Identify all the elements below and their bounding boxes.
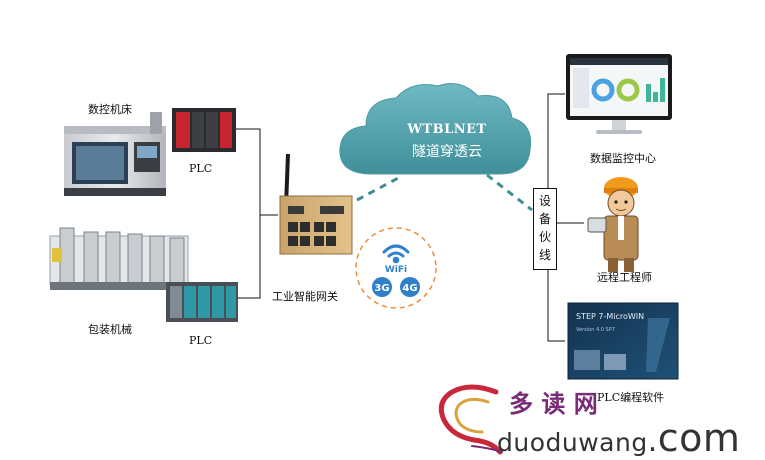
connection-lines-right [547,93,584,342]
watermark-tld: com [657,416,741,460]
connection-lines-left [236,128,278,299]
cloud-shape [339,83,532,175]
badge-4g-label: 4G [402,283,417,294]
packaging-label: 包装机械 [88,323,132,336]
plc-bottom-label: PLC [189,334,213,347]
cloud-title: WTBLNET [407,122,487,137]
plc-software-screen-image: STEP 7-MicroWIN Version 4.0 SP7 [567,302,679,380]
dashed-links [356,173,533,212]
plc-top-image [172,108,236,152]
badge-3g-icon [372,277,392,297]
badge-4g-icon [400,277,420,297]
cloud-subtitle: 隧道穿透云 [412,144,482,160]
packaging-machine-image [49,227,189,290]
gateway-label: 工业智能网关 [272,290,338,303]
wifi-icon [382,244,410,264]
monitor-label: 数据监控中心 [590,152,656,165]
bus-char-2: 备 [538,212,551,226]
cnc-label: 数控机床 [88,103,132,116]
gateway-device-image [279,153,353,255]
bus-char-3: 伙 [538,230,551,244]
plc-bottom-image [166,282,238,322]
cloud-label: WTBLNET 隧道穿透云 [372,122,522,161]
watermark-logo-icon [438,384,503,455]
device-bus-box: 设 备 伙 线 [533,188,557,270]
badge-3g-label: 3G [374,283,389,294]
bus-char-4: 线 [538,248,551,262]
monitor-image [566,54,672,134]
cnc-machine-image [64,112,166,196]
engineer-label: 远程工程师 [597,271,652,284]
watermark-dot: . [647,424,658,459]
wifi-3g-4g-badge: WiFi 3G 4G [355,227,437,309]
wifi-label: WiFi [385,265,407,275]
software-screen-title: STEP 7-MicroWIN [576,312,644,321]
engineer-image [587,177,639,272]
bus-char-1: 设 [538,194,551,208]
watermark-cn: 多 读 网 [509,389,598,418]
software-screen-version: Version 4.0 SP7 [576,327,615,333]
watermark-en: duoduwang.com [497,416,740,460]
plc-software-label: PLC编程软件 [597,391,665,404]
plc-top-label: PLC [189,162,213,175]
watermark-domain: duoduwang [497,428,648,457]
